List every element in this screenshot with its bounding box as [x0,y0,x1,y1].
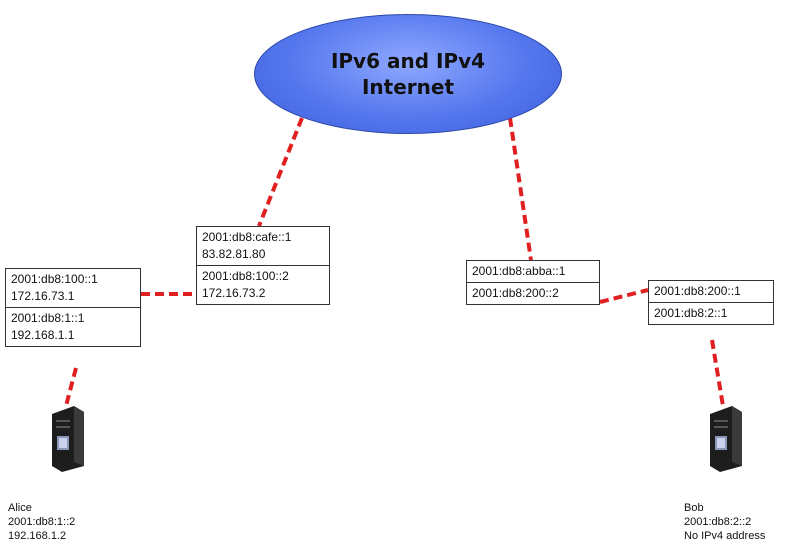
host-ipv6: 2001:db8:2::2 [684,516,752,528]
address-ipv6: 2001:db8:1::1 [11,311,85,325]
cloud-title-line1: IPv6 and IPv4 [330,49,486,73]
address-ipv4: 83.82.81.80 [202,247,266,261]
bob-router: 2001:db8:200::1 2001:db8:2::1 [648,280,774,325]
link-bob-router-bob [710,339,725,407]
isp-router-b-upstream-interface: 2001:db8:abba::1 [467,261,599,282]
alice-router-upstream-interface: 2001:db8:100::1 172.16.73.1 [6,269,140,307]
host-name: Alice [8,502,32,514]
bob-label: Bob 2001:db8:2::2 No IPv4 address [684,501,765,543]
isp-router-upstream-interface: 2001:db8:cafe::1 83.82.81.80 [197,227,329,265]
bob-router-upstream-interface: 2001:db8:200::1 [649,281,773,302]
address-ipv4: 172.16.73.2 [202,286,266,300]
link-alice-router-alice [64,367,78,407]
address-ipv6: 2001:db8:100::1 [11,272,98,286]
cloud-title-line2: Internet [361,75,455,99]
isp-router: 2001:db8:cafe::1 83.82.81.80 2001:db8:10… [196,226,330,305]
isp-router-downstream-interface: 2001:db8:100::2 172.16.73.2 [197,265,329,304]
address-ipv6: 2001:db8:cafe::1 [202,230,292,244]
link-cloud-isp-router-b [508,117,533,261]
host-ipv4: No IPv4 address [684,530,766,542]
alice-label: Alice 2001:db8:1::2 192.168.1.2 [8,501,75,543]
link-cloud-isp-router [257,117,304,227]
internet-cloud: IPv6 and IPv4 Internet [254,14,562,134]
address-ipv4: 192.168.1.1 [11,328,75,342]
host-ipv4: 192.168.1.2 [8,530,67,542]
alice-router: 2001:db8:100::1 172.16.73.1 2001:db8:1::… [5,268,141,347]
host-ipv6: 2001:db8:1::2 [8,516,76,528]
address-ipv6: 2001:db8:200::1 [654,284,741,298]
address-ipv6: 2001:db8:200::2 [472,286,559,300]
address-ipv6: 2001:db8:100::2 [202,269,289,283]
link-isp-router-b-bob-router [599,288,649,304]
address-ipv4: 172.16.73.1 [11,289,75,303]
bob-computer-icon [704,404,746,479]
alice-router-lan-interface: 2001:db8:1::1 192.168.1.1 [6,307,140,346]
bob-router-lan-interface: 2001:db8:2::1 [649,302,773,324]
isp-router-b: 2001:db8:abba::1 2001:db8:200::2 [466,260,600,305]
isp-router-b-downstream-interface: 2001:db8:200::2 [467,282,599,304]
host-name: Bob [684,502,704,514]
address-ipv6: 2001:db8:2::1 [654,306,728,320]
alice-computer-icon [46,404,88,479]
address-ipv6: 2001:db8:abba::1 [472,264,566,278]
